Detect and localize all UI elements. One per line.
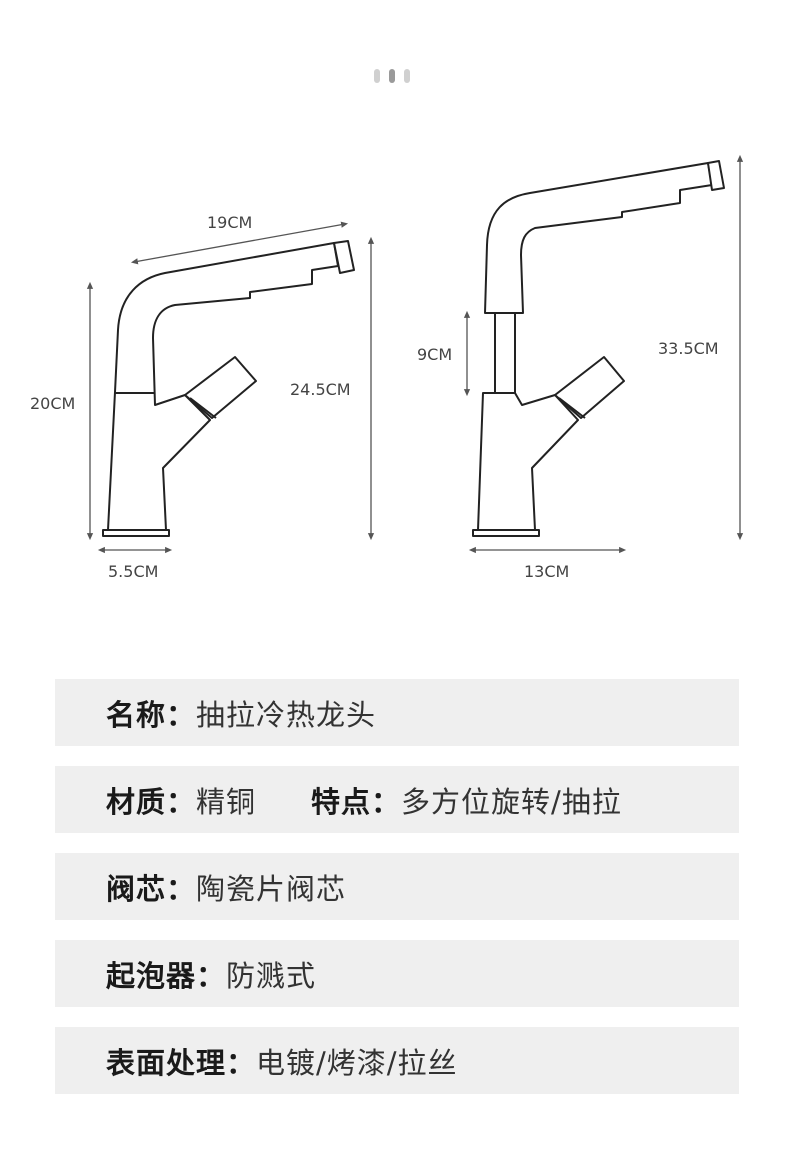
spec-value: 精铜 bbox=[196, 784, 257, 819]
spec-label-feature: 特点： bbox=[311, 784, 402, 819]
spec-label: 名称： bbox=[106, 697, 197, 732]
spec-value: 电镀/烤漆/拉丝 bbox=[256, 1045, 458, 1080]
spec-row-material: 材质： 精铜 特点： 多方位旋转/抽拉 bbox=[55, 766, 739, 833]
spec-label: 表面处理： bbox=[106, 1045, 257, 1080]
spec-row-aerator: 起泡器： 防溅式 bbox=[55, 940, 739, 1007]
left-dimension-lines bbox=[86, 221, 375, 554]
dim-base-width-right: 13CM bbox=[524, 562, 569, 581]
dim-total-height: 24.5CM bbox=[290, 380, 351, 399]
dim-base-width-left: 5.5CM bbox=[108, 562, 158, 581]
spec-row-finish: 表面处理： 电镀/烤漆/拉丝 bbox=[55, 1027, 739, 1094]
page-dot[interactable] bbox=[374, 69, 380, 83]
dim-extension: 9CM bbox=[417, 345, 452, 364]
dim-spout-length: 19CM bbox=[207, 213, 252, 232]
right-faucet-outline bbox=[472, 160, 725, 537]
page-dot[interactable] bbox=[404, 69, 410, 83]
spec-label: 阀芯： bbox=[106, 871, 197, 906]
spec-label: 起泡器： bbox=[106, 958, 227, 993]
page-indicator bbox=[374, 69, 410, 83]
right-dimension-lines bbox=[463, 154, 744, 554]
spec-value-feature: 多方位旋转/抽拉 bbox=[401, 784, 622, 819]
spec-value: 抽拉冷热龙头 bbox=[196, 697, 377, 732]
dim-body-height: 20CM bbox=[30, 394, 75, 413]
spec-row-name: 名称： 抽拉冷热龙头 bbox=[55, 679, 739, 746]
spec-value: 陶瓷片阀芯 bbox=[196, 871, 347, 906]
spec-label: 材质： bbox=[106, 784, 197, 819]
faucet-dimension-diagram: 19CM 20CM 24.5CM 5.5CM 9CM 33.5CM 13CM bbox=[30, 69, 744, 581]
left-faucet-outline bbox=[102, 240, 355, 537]
dim-extended-height: 33.5CM bbox=[658, 339, 719, 358]
page-dot-active[interactable] bbox=[389, 69, 395, 83]
spec-row-valve: 阀芯： 陶瓷片阀芯 bbox=[55, 853, 739, 920]
spec-value: 防溅式 bbox=[226, 958, 317, 993]
